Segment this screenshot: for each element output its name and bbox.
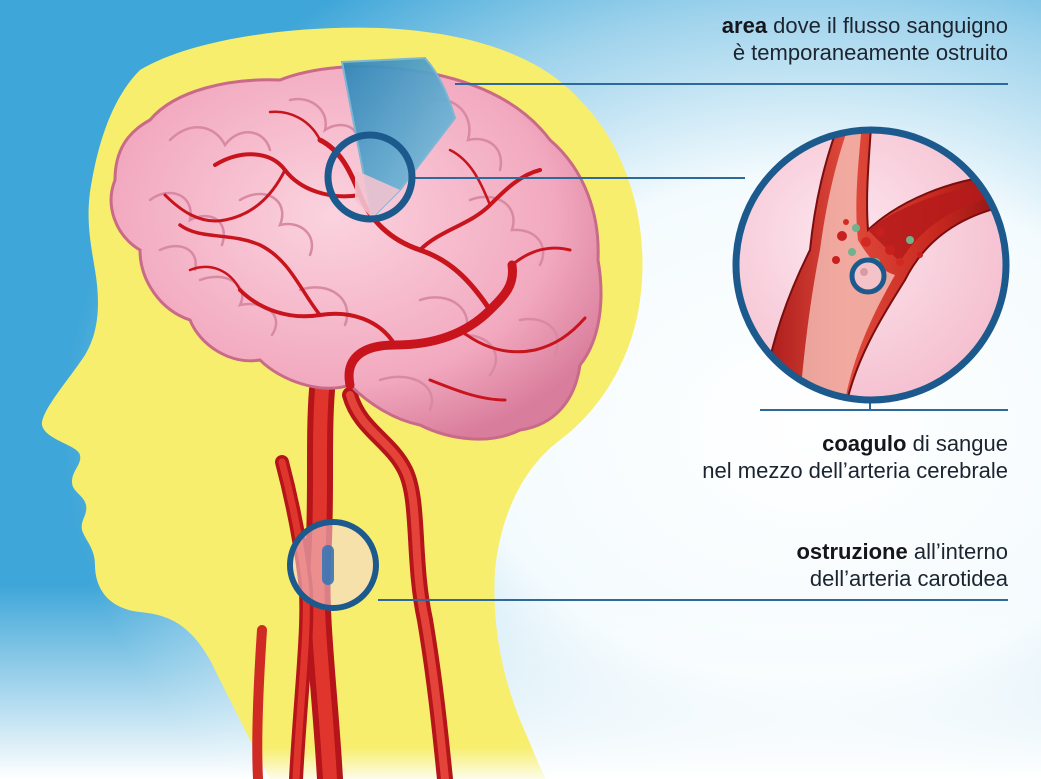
callout-obstruction-keyword: ostruzione [796, 539, 907, 564]
callout-obstruction-label: ostruzione all’interno dell’arteria caro… [796, 538, 1008, 592]
callout-clot-keyword: coagulo [822, 431, 906, 456]
callout-clot-line2: nel mezzo dell’arteria cerebrale [702, 457, 1008, 484]
callout-clot-label: coagulo di sangue nel mezzo dell’arteria… [702, 430, 1008, 484]
carotid-callout [290, 522, 376, 608]
callout-clot-line1: di sangue [906, 431, 1008, 456]
callout-area-line1: dove il flusso sanguigno [767, 13, 1008, 38]
callout-obstruction-line2: dell’arteria carotidea [796, 565, 1008, 592]
callout-area-line2: è temporaneamente ostruito [722, 39, 1008, 66]
callout-area-keyword: area [722, 13, 767, 38]
callout-obstruction-line1: all’interno [908, 539, 1008, 564]
callout-area-label: area dove il flusso sanguigno è temporan… [722, 12, 1008, 66]
clot-marker [852, 260, 884, 292]
